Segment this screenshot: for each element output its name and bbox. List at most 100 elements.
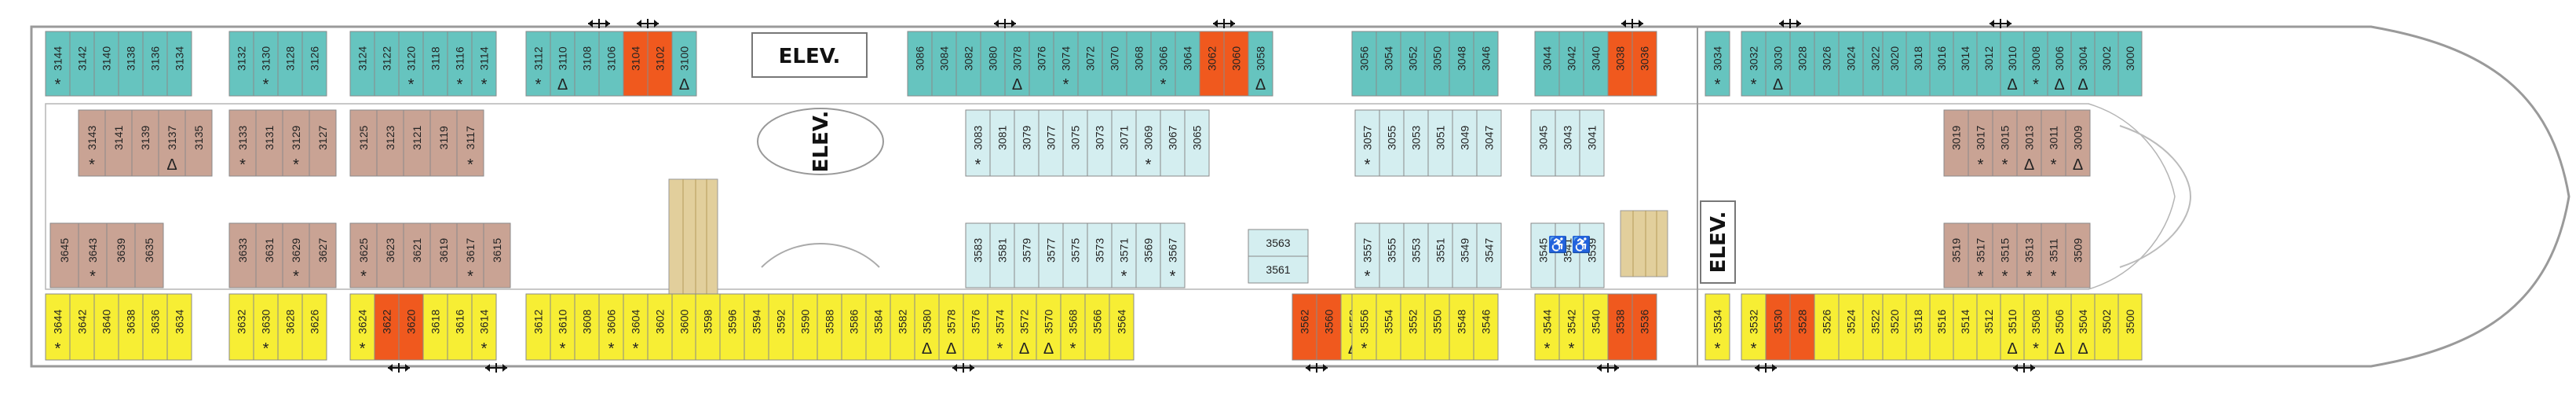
cabin-3614[interactable]: 3614*	[471, 293, 497, 361]
cabin-3076[interactable]: 3076	[1029, 31, 1054, 97]
cabin-3016[interactable]: 3016	[1929, 31, 1954, 97]
cabin-3054[interactable]: 3054	[1376, 31, 1401, 97]
cabin-3626[interactable]: 3626	[301, 293, 327, 361]
cabin-3630[interactable]: 3630*	[253, 293, 279, 361]
cabin-3615[interactable]: 3615	[483, 222, 511, 288]
cabin-3602[interactable]: 3602	[647, 293, 673, 361]
cabin-3579[interactable]: 3579	[1014, 222, 1040, 288]
cabin-3530[interactable]: 3530	[1765, 293, 1791, 361]
cabin-3642[interactable]: 3642	[69, 293, 95, 361]
cabin-3125[interactable]: 3125	[349, 109, 378, 177]
cabin-3036[interactable]: 3036	[1631, 31, 1657, 97]
cabin-3562[interactable]: 3562	[1292, 293, 1317, 361]
cabin-3569[interactable]: 3569	[1135, 222, 1161, 288]
cabin-3509[interactable]: 3509	[2065, 222, 2091, 288]
cabin-3028[interactable]: 3028	[1789, 31, 1815, 97]
cabin-3640[interactable]: 3640	[93, 293, 119, 361]
cabin-3632[interactable]: 3632	[228, 293, 254, 361]
cabin-3633[interactable]: 3633	[228, 222, 257, 288]
cabin-3075[interactable]: 3075	[1062, 109, 1088, 177]
cabin-3011[interactable]: 3011*	[2041, 109, 2066, 177]
cabin-3120[interactable]: 3120*	[398, 31, 424, 97]
cabin-3618[interactable]: 3618	[422, 293, 448, 361]
cabin-3604[interactable]: 3604*	[623, 293, 649, 361]
cabin-3119[interactable]: 3119	[429, 109, 458, 177]
cabin-3017[interactable]: 3017*	[1968, 109, 1993, 177]
cabin-3144[interactable]: 3144*	[45, 31, 71, 97]
cabin-3581[interactable]: 3581	[989, 222, 1015, 288]
cabin-3584[interactable]: 3584	[865, 293, 891, 361]
cabin-3528[interactable]: 3528	[1789, 293, 1815, 361]
cabin-3596[interactable]: 3596	[719, 293, 745, 361]
cabin-3639[interactable]: 3639	[106, 222, 136, 288]
cabin-3042[interactable]: 3042	[1558, 31, 1584, 97]
cabin-3128[interactable]: 3128	[277, 31, 303, 97]
cabin-3577[interactable]: 3577	[1038, 222, 1064, 288]
cabin-3141[interactable]: 3141	[104, 109, 133, 177]
cabin-3538[interactable]: 3538	[1607, 293, 1633, 361]
cabin-3600[interactable]: 3600	[671, 293, 697, 361]
cabin-3574[interactable]: 3574*	[987, 293, 1013, 361]
cabin-3634[interactable]: 3634	[166, 293, 192, 361]
cabin-3000[interactable]: 3000	[2117, 31, 2143, 97]
cabin-3638[interactable]: 3638	[118, 293, 144, 361]
cabin-3502[interactable]: 3502	[2094, 293, 2119, 361]
cabin-3517[interactable]: 3517*	[1968, 222, 1993, 288]
cabin-3032[interactable]: 3032*	[1741, 31, 1767, 97]
cabin-3576[interactable]: 3576	[963, 293, 988, 361]
cabin-3645[interactable]: 3645	[49, 222, 79, 288]
cabin-3053[interactable]: 3053	[1403, 109, 1429, 177]
cabin-3643[interactable]: 3643*	[78, 222, 108, 288]
cabin-3139[interactable]: 3139	[131, 109, 159, 177]
cabin-3514[interactable]: 3514	[1953, 293, 1978, 361]
cabin-3624[interactable]: 3624*	[349, 293, 375, 361]
cabin-3068[interactable]: 3068	[1126, 31, 1152, 97]
cabin-3568[interactable]: 3568*	[1060, 293, 1086, 361]
cabin-3131[interactable]: 3131	[255, 109, 283, 177]
cabin-3118[interactable]: 3118	[422, 31, 448, 97]
cabin-3612[interactable]: 3612	[525, 293, 551, 361]
cabin-3126[interactable]: 3126	[301, 31, 327, 97]
cabin-3560[interactable]: 3560	[1316, 293, 1342, 361]
cabin-3540[interactable]: 3540	[1583, 293, 1609, 361]
cabin-3622[interactable]: 3622	[374, 293, 400, 361]
cabin-3512[interactable]: 3512	[1976, 293, 2001, 361]
cabin-3550[interactable]: 3550	[1424, 293, 1450, 361]
cabin-3049[interactable]: 3049	[1452, 109, 1478, 177]
cabin-3073[interactable]: 3073	[1087, 109, 1113, 177]
cabin-3508[interactable]: 3508*	[2023, 293, 2048, 361]
cabin-3519[interactable]: 3519	[1943, 222, 1969, 288]
cabin-3644[interactable]: 3644*	[45, 293, 71, 361]
cabin-3563[interactable]: 3563	[1248, 229, 1309, 257]
cabin-3552[interactable]: 3552	[1400, 293, 1426, 361]
cabin-3051[interactable]: 3051	[1427, 109, 1453, 177]
cabin-3616[interactable]: 3616	[447, 293, 473, 361]
cabin-3571[interactable]: 3571*	[1111, 222, 1137, 288]
cabin-3590[interactable]: 3590	[792, 293, 818, 361]
cabin-3072[interactable]: 3072	[1077, 31, 1103, 97]
cabin-3102[interactable]: 3102	[647, 31, 673, 97]
cabin-3583[interactable]: 3583	[965, 222, 991, 288]
cabin-3052[interactable]: 3052	[1400, 31, 1426, 97]
cabin-3539[interactable]: 3539	[1579, 222, 1605, 288]
cabin-3084[interactable]: 3084	[931, 31, 957, 97]
cabin-3062[interactable]: 3062	[1199, 31, 1225, 97]
cabin-3082[interactable]: 3082	[955, 31, 981, 97]
cabin-3520[interactable]: 3520	[1882, 293, 1907, 361]
cabin-3117[interactable]: 3117*	[456, 109, 484, 177]
cabin-3124[interactable]: 3124	[349, 31, 375, 97]
cabin-3138[interactable]: 3138	[118, 31, 144, 97]
cabin-3610[interactable]: 3610*	[550, 293, 575, 361]
cabin-3582[interactable]: 3582	[890, 293, 915, 361]
